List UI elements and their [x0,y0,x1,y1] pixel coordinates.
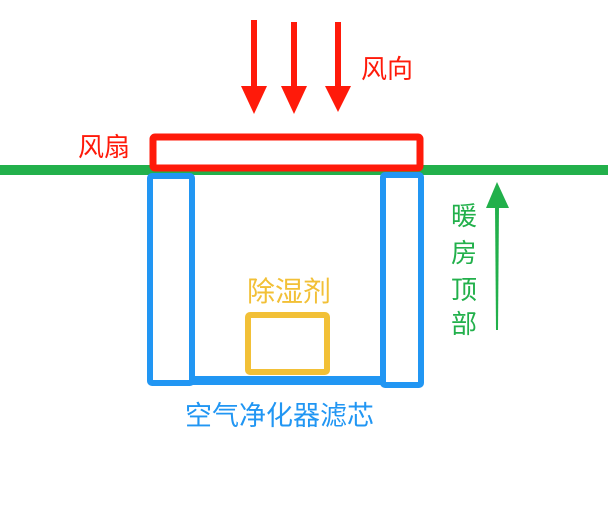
arrow-up-icon [486,182,509,330]
fan-box [149,133,424,172]
filter-bottom [190,376,386,385]
wind-arrows [241,20,351,114]
filter-label: 空气净化器滤芯 [185,401,374,432]
arrow-down-icon [281,22,307,114]
label-char: 顶 [451,276,477,306]
label-char: 部 [451,310,477,340]
label-char: 房 [451,239,477,269]
filter-shape [147,172,424,388]
desiccant-label: 除湿剂 [247,275,331,308]
label-char: 暖 [451,202,477,232]
desiccant-box [245,312,330,375]
fan-label: 风扇 [78,133,130,163]
wind-direction-label: 风向 [361,55,413,85]
arrow-down-icon [325,22,351,112]
arrow-down-icon [241,20,267,114]
greenhouse-top-label: 暖 房 顶 部 [451,202,477,340]
